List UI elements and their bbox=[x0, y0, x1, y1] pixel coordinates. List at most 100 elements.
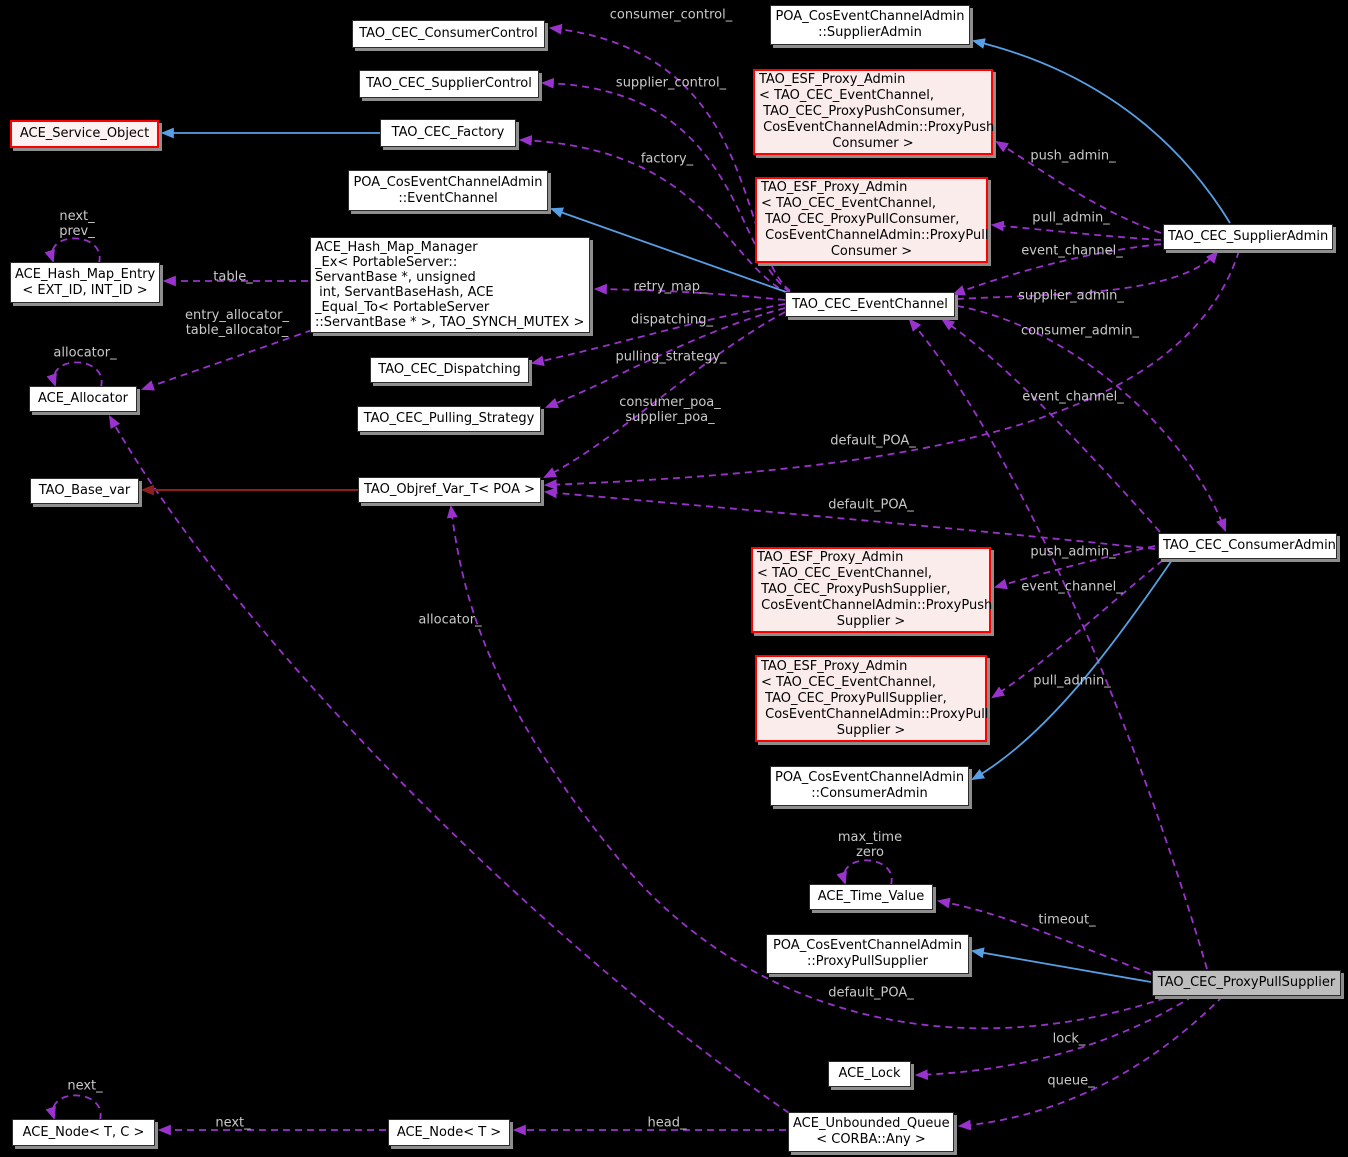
edge-event-channel-from-proxypullsupplier bbox=[908, 318, 1208, 970]
edge-queue bbox=[957, 995, 1224, 1131]
node-label: ACE_Allocator bbox=[37, 391, 129, 406]
node-tao-cec-consumeradmin[interactable]: TAO_CEC_ConsumerAdmin bbox=[1158, 533, 1337, 559]
node-poa-coseventchanneladmin-supplieradmin[interactable]: POA_CosEventChannelAdmin::SupplierAdmin bbox=[770, 5, 970, 45]
node-label: TAO_CEC_ProxyPullConsumer, bbox=[761, 212, 960, 227]
node-tao-cec-eventchannel[interactable]: TAO_CEC_EventChannel bbox=[785, 292, 955, 317]
edge-label-line: timeout_ bbox=[1038, 912, 1096, 928]
node-tao-cec-suppliercontrol[interactable]: TAO_CEC_SupplierControl bbox=[359, 70, 539, 98]
edge-supplier-admin bbox=[956, 250, 1219, 300]
node-label: TAO_CEC_ConsumerControl bbox=[359, 26, 538, 41]
node-tao-cec-consumercontrol[interactable]: TAO_CEC_ConsumerControl bbox=[352, 20, 545, 48]
node-label: POA_CosEventChannelAdmin bbox=[775, 9, 965, 24]
node-tao-esf-proxy-admin-proxypushconsumer[interactable]: TAO_ESF_Proxy_Admin< TAO_CEC_EventChanne… bbox=[753, 69, 995, 155]
edge-next-selfloop bbox=[45, 1094, 102, 1121]
node-tao-cec-proxypullsupplier[interactable]: TAO_CEC_ProxyPullSupplier bbox=[1152, 970, 1341, 996]
edge-label-line: consumer_control_ bbox=[609, 7, 733, 23]
edge-label-line: head_ bbox=[647, 1115, 687, 1131]
edge-label-line: push_admin_ bbox=[1030, 544, 1116, 560]
node-ace-allocator[interactable]: ACE_Allocator bbox=[29, 386, 137, 412]
node-label: TAO_ESF_Proxy_Admin bbox=[761, 180, 908, 195]
edge-label-default-poa-proxypullsupplier: default_POA_ bbox=[828, 986, 913, 1001]
edge-label-line: event_channel_ bbox=[1022, 389, 1124, 405]
edge-label-line: table_ bbox=[213, 269, 253, 285]
edge-inherit-proxypullsupplier bbox=[970, 947, 1152, 983]
node-ace-hash-map-entry[interactable]: ACE_Hash_Map_Entry< EXT_ID, INT_ID > bbox=[10, 262, 160, 303]
node-label: TAO_CEC_ProxyPullSupplier, bbox=[761, 690, 947, 706]
edge-label-next: next_ bbox=[215, 1116, 250, 1131]
edge-label-supplier-control: supplier_control_ bbox=[616, 76, 726, 91]
node-label: CosEventChannelAdmin::ProxyPull bbox=[761, 228, 989, 243]
node-tao-esf-proxy-admin-proxypullconsumer[interactable]: TAO_ESF_Proxy_Admin< TAO_CEC_EventChanne… bbox=[755, 177, 988, 263]
edge-label-pull-admin-consumer: pull_admin_ bbox=[1033, 674, 1110, 689]
node-label: TAO_CEC_SupplierControl bbox=[366, 76, 532, 91]
edge-label-default-poa-consumeradmin: default_POA_ bbox=[828, 498, 913, 513]
edge-label-line: table_allocator_ bbox=[185, 323, 289, 338]
node-tao-base-var[interactable]: TAO_Base_var bbox=[30, 478, 139, 504]
node-ace-unbounded-queue-corba-any[interactable]: ACE_Unbounded_Queue< CORBA::Any > bbox=[788, 1112, 954, 1152]
edge-label-dispatching: dispatching_ bbox=[631, 313, 713, 328]
node-ace-lock[interactable]: ACE_Lock bbox=[828, 1061, 911, 1087]
edge-label-line: consumer_poa_ bbox=[619, 395, 721, 410]
edge-inherit-consumeradmin bbox=[971, 559, 1173, 781]
edge-consumer-control bbox=[548, 23, 791, 292]
node-tao-cec-dispatching[interactable]: TAO_CEC_Dispatching bbox=[370, 357, 529, 383]
edge-inherit-eventchannel bbox=[549, 207, 790, 294]
node-label: TAO_CEC_SupplierAdmin bbox=[1168, 229, 1329, 244]
edge-label-line: max_time bbox=[837, 830, 903, 845]
edge-label-line: prev_ bbox=[59, 224, 95, 239]
node-tao-cec-supplieradmin[interactable]: TAO_CEC_SupplierAdmin bbox=[1163, 224, 1333, 250]
edge-label-line: allocator_ bbox=[418, 612, 482, 628]
node-label: _Ex< PortableServer:: bbox=[315, 255, 458, 270]
edge-retry-map bbox=[593, 283, 786, 301]
node-label: ACE_Unbounded_Queue bbox=[793, 1116, 950, 1131]
node-label: TAO_ESF_Proxy_Admin bbox=[757, 550, 904, 565]
edge-event-channel-from-consumeradmin bbox=[941, 318, 1161, 533]
node-tao-cec-factory[interactable]: TAO_CEC_Factory bbox=[380, 119, 516, 147]
edge-label-line: event_channel_ bbox=[1021, 243, 1123, 259]
node-label: TAO_CEC_EventChannel bbox=[792, 296, 948, 312]
node-poa-coseventchanneladmin-proxypullsupplier[interactable]: POA_CosEventChannelAdmin::ProxyPullSuppl… bbox=[766, 934, 969, 974]
node-ace-service-object[interactable]: ACE_Service_Object bbox=[10, 120, 159, 148]
node-label: CosEventChannelAdmin::ProxyPush bbox=[759, 120, 995, 135]
node-ace-node-t[interactable]: ACE_Node< T > bbox=[388, 1119, 510, 1146]
edge-lock bbox=[914, 995, 1194, 1081]
node-tao-esf-proxy-admin-proxypushsupplier[interactable]: TAO_ESF_Proxy_Admin< TAO_CEC_EventChanne… bbox=[751, 547, 992, 633]
edge-label-allocator-queue: allocator_ bbox=[418, 613, 481, 628]
edge-label-queue: queue_ bbox=[1047, 1074, 1094, 1089]
edge-label-lock: lock_ bbox=[1053, 1032, 1086, 1047]
node-tao-esf-proxy-admin-proxypullsupplier[interactable]: TAO_ESF_Proxy_Admin< TAO_CEC_EventChanne… bbox=[755, 655, 988, 742]
node-label: ::ConsumerAdmin bbox=[811, 786, 928, 801]
node-tao-objref-var-t-poa[interactable]: TAO_Objref_Var_T< POA > bbox=[358, 477, 541, 503]
edge-label-allocator-loop: allocator_ bbox=[53, 346, 116, 361]
node-label: TAO_CEC_ProxyPushConsumer, bbox=[759, 104, 966, 119]
edge-label-line: queue_ bbox=[1047, 1073, 1095, 1089]
node-label: TAO_CEC_Dispatching bbox=[378, 362, 521, 377]
edge-label-line: supplier_admin_ bbox=[1018, 288, 1124, 304]
node-label: ACE_Hash_Map_Manager bbox=[315, 240, 478, 255]
edge-label-supplier-admin: supplier_admin_ bbox=[1018, 289, 1124, 304]
node-label: ::ProxyPullSupplier bbox=[806, 954, 928, 969]
node-label: TAO_ESF_Proxy_Admin bbox=[761, 658, 908, 674]
node-ace-hash-map-manager-ex[interactable]: ACE_Hash_Map_Manager_Ex< PortableServer:… bbox=[310, 237, 590, 333]
edge-label-line: dispatching_ bbox=[631, 312, 713, 328]
node-tao-cec-pulling-strategy[interactable]: TAO_CEC_Pulling_Strategy bbox=[357, 406, 541, 432]
edge-pull-admin-supplier bbox=[990, 220, 1162, 241]
node-label: TAO_CEC_ConsumerAdmin bbox=[1163, 538, 1336, 553]
node-label: TAO_CEC_Factory bbox=[391, 125, 505, 140]
node-label: int, ServantBaseHash, ACE bbox=[315, 285, 494, 300]
edge-label-entry-allocator-table-allocator: entry_allocator_table_allocator_ bbox=[185, 308, 289, 338]
node-ace-node-t-c[interactable]: ACE_Node< T, C > bbox=[12, 1119, 155, 1146]
edge-allocator-selfloop bbox=[46, 361, 103, 388]
node-label: Supplier > bbox=[836, 722, 906, 738]
node-ace-time-value[interactable]: ACE_Time_Value bbox=[809, 884, 933, 910]
node-label: < TAO_CEC_EventChannel, bbox=[759, 88, 934, 103]
edge-label-next-prev-loop: next_prev_ bbox=[59, 209, 95, 239]
edge-factory bbox=[518, 135, 790, 295]
edge-label-line: factory_ bbox=[640, 151, 694, 167]
node-label: ::SupplierAdmin bbox=[818, 25, 922, 40]
node-poa-coseventchanneladmin-eventchannel[interactable]: POA_CosEventChannelAdmin::EventChannel bbox=[348, 170, 548, 211]
node-label: < TAO_CEC_EventChannel, bbox=[761, 196, 936, 211]
node-poa-coseventchanneladmin-consumeradmin[interactable]: POA_CosEventChannelAdmin::ConsumerAdmin bbox=[770, 766, 969, 806]
node-label: < CORBA::Any > bbox=[816, 1132, 926, 1147]
edge-label-line: pull_admin_ bbox=[1032, 210, 1110, 226]
